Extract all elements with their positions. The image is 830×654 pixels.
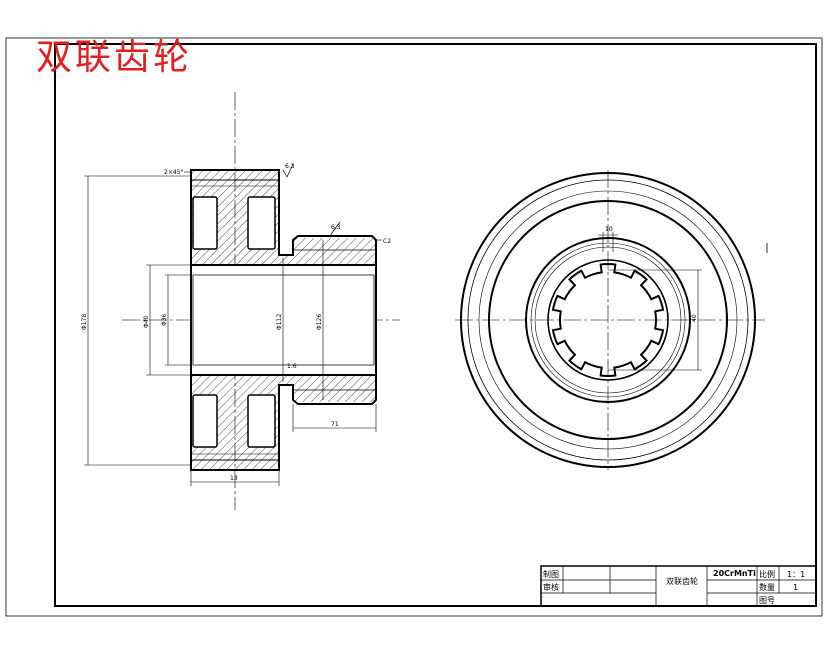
- roughness-top-label: 6.3: [285, 163, 295, 170]
- pocket-top-left: [192, 196, 218, 250]
- title-block: [540, 565, 817, 607]
- title-block-checked-label: 审核: [543, 582, 559, 592]
- dim-gear-width-label: 13: [230, 475, 238, 482]
- bore: [191, 265, 376, 375]
- outer-root-circle: [467, 179, 749, 461]
- dim-bore: [146, 264, 191, 376]
- drawing-title: 双联齿轮: [36, 37, 193, 78]
- dim-gear-width: [190, 470, 280, 486]
- title-block-part-name: 双联齿轮: [666, 576, 698, 586]
- bore-circle: [547, 259, 669, 381]
- roughness-symbol-hub: [329, 221, 341, 237]
- roughness-bore-label: 1.6: [287, 363, 297, 370]
- outer-border: [5, 37, 823, 617]
- title-block-scale-value: 1：1: [787, 570, 805, 579]
- section-outline: [190, 169, 377, 471]
- dim-mid: [282, 240, 324, 400]
- roughness-hub-label: 6.3: [331, 224, 341, 231]
- dim-spline-diameter: [608, 269, 702, 371]
- dim-spline-width-label: 10: [605, 226, 613, 233]
- inner-frame: [54, 43, 817, 607]
- title-block-quantity-value: 1: [793, 583, 798, 592]
- dim-hub-length-label: 71: [331, 421, 339, 428]
- hub-pitch-circle: [534, 246, 682, 394]
- title-block-drawn-label: 制图: [543, 569, 559, 579]
- outer-tooth-circle: [460, 172, 756, 468]
- dim-mid-a-label: Φ112: [276, 314, 283, 330]
- section-hatch-bottom: [191, 375, 376, 470]
- pitch-circle-large: [478, 190, 738, 450]
- roughness-symbol-top: [282, 163, 294, 178]
- dim-spline-width: [598, 232, 618, 252]
- spline-hole: [551, 263, 665, 377]
- pocket-bottom-left: [192, 394, 218, 448]
- dim-bore-b-label: Φ36: [161, 313, 168, 326]
- chamfer-hub-label: C2: [383, 238, 391, 245]
- chamfer-left-label: 2×45°: [164, 169, 183, 176]
- section-hatch-top: [191, 170, 376, 265]
- dim-outer-diameter: [84, 175, 191, 466]
- title-block-material: 20CrMnTi: [713, 569, 756, 578]
- dim-outer-diameter-label: Φ178: [81, 314, 88, 330]
- hub-tooth-circle: [525, 237, 691, 403]
- dim-mid-b-label: Φ126: [316, 314, 323, 330]
- dim-bore-a-label: Φ40: [143, 315, 150, 328]
- title-block-drawing-no-label: 图号: [759, 596, 775, 605]
- title-block-scale-label: 比例: [759, 569, 775, 579]
- pocket-top-right: [247, 196, 276, 250]
- title-block-quantity-label: 数量: [759, 582, 775, 592]
- front-view: 10 40: [455, 170, 768, 470]
- pocket-bottom-right: [247, 394, 276, 448]
- dim-hub-length: [292, 404, 377, 432]
- dim-spline-diameter-label: 40: [691, 314, 698, 322]
- hub-root-circle: [530, 242, 686, 398]
- section-view: Φ178 Φ40 Φ36 Φ112 Φ126 71: [81, 92, 400, 510]
- web-outer-circle: [488, 200, 728, 440]
